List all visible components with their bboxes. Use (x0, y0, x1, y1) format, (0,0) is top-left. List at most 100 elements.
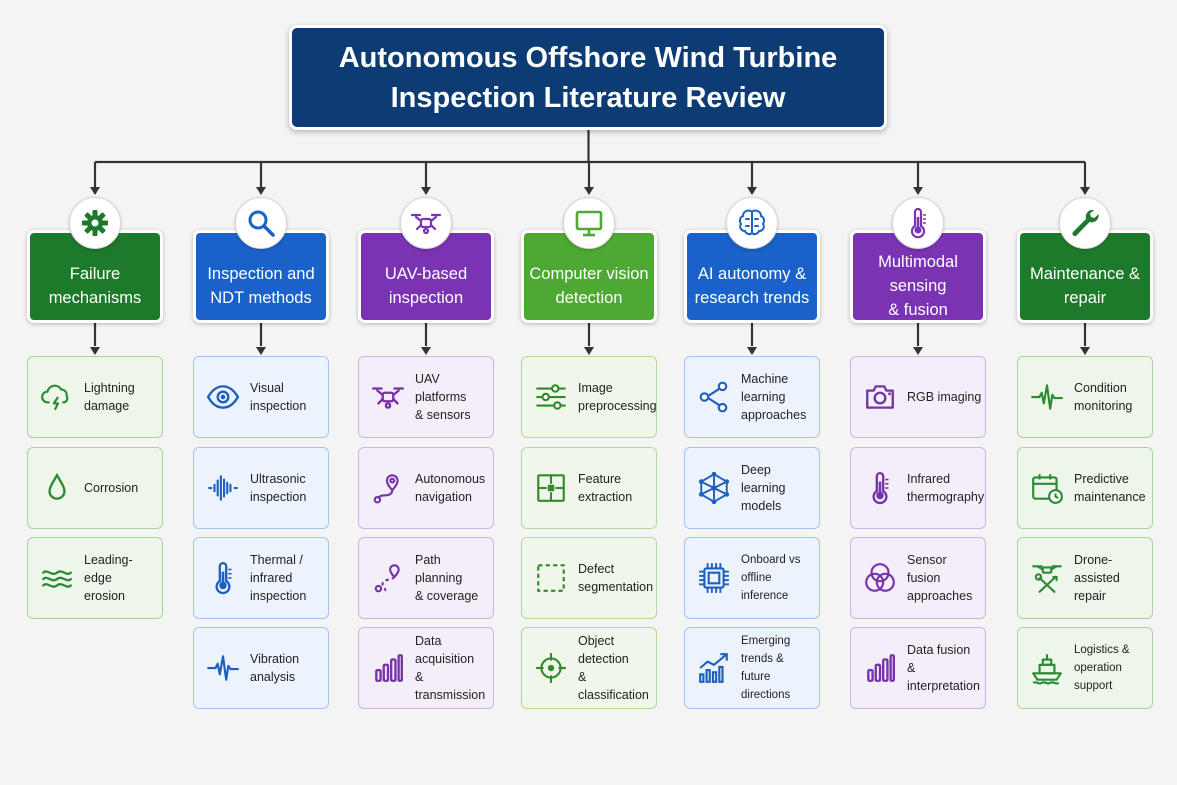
chip-icon (695, 559, 733, 597)
title-line-1: Autonomous Offshore Wind Turbine (338, 41, 838, 74)
category-label: Multimodal sensing & fusion (878, 252, 958, 319)
topic-item-label: Image preprocessing (578, 381, 657, 413)
topic-item: Vibration analysis (193, 627, 329, 709)
wrench-icon (1059, 197, 1111, 249)
category-label: Failure mechanisms (48, 264, 142, 307)
neural-network-icon (695, 469, 733, 507)
trend-up-icon (695, 649, 733, 687)
topic-item: Deep learning models (684, 447, 820, 529)
topic-item: Infrared thermography (850, 447, 986, 529)
topic-item-label: Condition monitoring (1074, 381, 1133, 413)
droplet-icon (38, 469, 76, 507)
topic-item-label: Feature extraction (578, 472, 633, 504)
category-label: Inspection and NDT methods (207, 264, 315, 307)
topic-item-label: Defect segmentation (578, 562, 654, 594)
topic-item-label: Onboard vs offline inference (741, 554, 801, 602)
category-item-arrow (421, 347, 431, 355)
topic-item-label: Autonomous navigation (415, 472, 486, 504)
route-pin-icon (369, 469, 407, 507)
waves-icon (38, 559, 76, 597)
feature-grid-icon (532, 469, 570, 507)
topic-item: Defect segmentation (521, 537, 657, 619)
topic-item-label: Emerging trends & future directions (741, 635, 791, 701)
category-box: Computer vision detection (521, 230, 657, 323)
drone-icon (369, 378, 407, 416)
topic-item: RGB imaging (850, 356, 986, 438)
venn-icon (861, 559, 899, 597)
category-box: Failure mechanisms (27, 230, 163, 323)
category-label: AI autonomy & research trends (694, 264, 810, 307)
branch-arrow (747, 187, 757, 195)
topic-item-label: Ultrasonic inspection (250, 472, 307, 504)
topic-item: Predictive maintenance (1017, 447, 1153, 529)
monitor-icon (563, 197, 615, 249)
thermometer-icon (861, 469, 899, 507)
topic-item: Lightning damage (27, 356, 163, 438)
path-icon (369, 559, 407, 597)
topic-item: Object detection & classification (521, 627, 657, 709)
topic-item: Data fusion & interpretation (850, 627, 986, 709)
topic-item: Machine learning approaches (684, 356, 820, 438)
bar-chart-icon (861, 649, 899, 687)
topic-item: Condition monitoring (1017, 356, 1153, 438)
topic-item: Drone-assisted repair (1017, 537, 1153, 619)
topic-item-label: Sensor fusion approaches (907, 553, 973, 603)
gear-icon (69, 197, 121, 249)
topic-item: Autonomous navigation (358, 447, 494, 529)
category-item-arrow (1080, 347, 1090, 355)
sliders-icon (532, 378, 570, 416)
topic-item-label: Corrosion (84, 481, 139, 495)
topic-item-label: Data acquisition & transmission (415, 634, 486, 702)
thermometer-icon (892, 197, 944, 249)
topic-item: Sensor fusion approaches (850, 537, 986, 619)
topic-item: UAV platforms & sensors (358, 356, 494, 438)
topic-item: Leading-edge erosion (27, 537, 163, 619)
topic-item: Thermal / infrared inspection (193, 537, 329, 619)
branch-arrow (90, 187, 100, 195)
drone-tools-icon (1028, 559, 1066, 597)
topic-item-label: Machine learning approaches (741, 372, 807, 422)
topic-item: Corrosion (27, 447, 163, 529)
category-item-arrow (90, 347, 100, 355)
topic-item: Path planning & coverage (358, 537, 494, 619)
topic-item-label: RGB imaging (907, 390, 982, 404)
topic-item: Emerging trends & future directions (684, 627, 820, 709)
pulse-icon (204, 649, 242, 687)
topic-item-label: Logistics & operation support (1074, 644, 1130, 692)
camera-icon (861, 378, 899, 416)
eye-icon (204, 378, 242, 416)
thermometer-icon (204, 559, 242, 597)
topic-item: Onboard vs offline inference (684, 537, 820, 619)
branch-arrow (1080, 187, 1090, 195)
category-item-arrow (584, 347, 594, 355)
crosshair-icon (532, 649, 570, 687)
branch-arrow (913, 187, 923, 195)
category-box: Inspection and NDT methods (193, 230, 329, 323)
share-nodes-icon (695, 378, 733, 416)
topic-item: Feature extraction (521, 447, 657, 529)
category-item-arrow (256, 347, 266, 355)
branch-arrow (584, 187, 594, 195)
lightning-cloud-icon (38, 378, 76, 416)
topic-item-label: Deep learning models (741, 463, 786, 513)
topic-item: Ultrasonic inspection (193, 447, 329, 529)
calendar-clock-icon (1028, 469, 1066, 507)
topic-item-label: Object detection & classification (578, 634, 649, 702)
topic-item-label: UAV platforms & sensors (415, 372, 471, 422)
topic-item-label: Drone-assisted repair (1074, 553, 1120, 603)
topic-item-label: Leading-edge erosion (84, 553, 133, 603)
soundwave-icon (204, 469, 242, 507)
branch-arrow (421, 187, 431, 195)
drone-icon (400, 197, 452, 249)
bar-chart-icon (369, 649, 407, 687)
topic-item-label: Predictive maintenance (1074, 472, 1146, 504)
topic-item: Data acquisition & transmission (358, 627, 494, 709)
topic-item-label: Visual inspection (250, 381, 307, 413)
topic-item-label: Infrared thermography (907, 472, 985, 504)
